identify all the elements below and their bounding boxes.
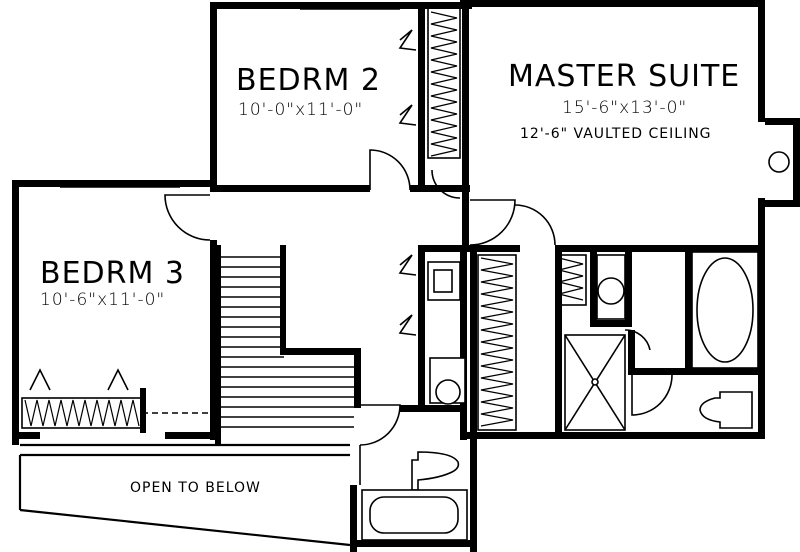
doors xyxy=(164,149,673,485)
master-suite-ceiling-note: 12'-6" VAULTED CEILING xyxy=(520,126,712,142)
bedroom2-dims: 10'-0"x11'-0" xyxy=(238,100,363,120)
walls xyxy=(12,0,800,552)
open-to-below-area xyxy=(18,443,351,547)
open-to-below-label: OPEN TO BELOW xyxy=(130,480,261,496)
bedroom2-name: BEDRM 2 xyxy=(236,63,381,98)
master-suite-name: MASTER SUITE xyxy=(508,59,740,94)
fixtures xyxy=(60,8,790,541)
staircase xyxy=(215,245,354,445)
room-labels: BEDRM 2 10'-0"x11'-0" MASTER SUITE 15'-6… xyxy=(40,59,740,496)
bedroom3-name: BEDRM 3 xyxy=(40,256,185,291)
closets xyxy=(21,7,587,433)
master-suite-dims: 15'-6"x13'-0" xyxy=(562,98,687,118)
bedroom3-dims: 10'-6"x11'-0" xyxy=(40,290,165,310)
